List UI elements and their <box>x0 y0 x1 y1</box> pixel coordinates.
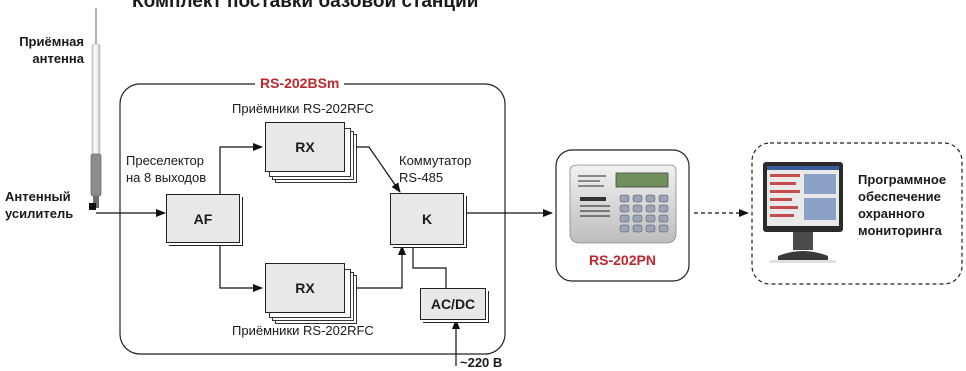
switch-label-line2: RS-485 <box>399 170 444 185</box>
power-label: ~220 В <box>460 355 503 370</box>
preselector-label-line1: Преселектор <box>126 153 205 168</box>
preselector-label-line2: на 8 выходов <box>126 170 207 185</box>
rx-top-block: RX <box>265 122 345 172</box>
amplifier-label-line2: усилитель <box>5 206 74 221</box>
antenna-label-line2: антенна <box>32 51 84 66</box>
antenna-label-line1: Приёмная <box>19 34 84 49</box>
switch-label: Коммутатор RS-485 <box>399 152 471 186</box>
software-label-line3: охранного <box>858 206 925 221</box>
base-station-name: RS-202BSm <box>255 75 345 91</box>
software-label-line4: мониторинга <box>858 223 942 238</box>
receivers-top-label: Приёмники RS-202RFC <box>232 101 374 116</box>
amplifier-connector <box>89 203 96 210</box>
amplifier-label: Антенный усилитель <box>5 188 73 222</box>
software-label: Программное обеспечение охранного монито… <box>858 171 946 239</box>
monitor-image <box>763 162 843 263</box>
k-block: K <box>390 193 464 245</box>
antenna-label: Приёмная антенна <box>6 33 84 67</box>
preselector-label: Преселектор на 8 выходов <box>126 152 206 186</box>
amplifier-label-line1: Антенный <box>5 189 71 204</box>
software-label-line2: обеспечение <box>858 189 941 204</box>
switch-label-line1: Коммутатор <box>399 153 472 168</box>
control-panel-image <box>569 164 677 244</box>
diagram-title: Комплект поставки базовой станции <box>132 0 479 12</box>
acdc-block: AC/DC <box>420 288 486 320</box>
receivers-bottom-label: Приёмники RS-202RFC <box>232 323 374 338</box>
af-block: AF <box>166 194 240 243</box>
rx-bottom-block: RX <box>265 263 345 313</box>
panel-frame <box>555 149 690 282</box>
software-frame <box>751 142 963 285</box>
software-label-line1: Программное <box>858 172 947 187</box>
panel-name: RS-202PN <box>589 252 656 268</box>
antenna-icon <box>90 8 102 208</box>
